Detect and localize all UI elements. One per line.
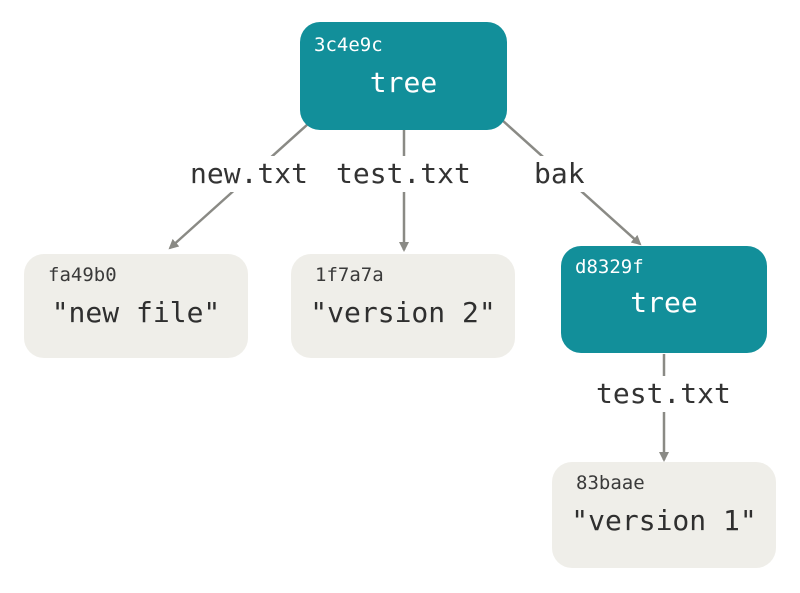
edge-label-bak: bak xyxy=(528,156,591,192)
blob-node-version-1: 83baae "version 1" xyxy=(552,462,776,568)
node-hash: fa49b0 xyxy=(48,264,117,286)
edge-label-new-txt: new.txt xyxy=(184,156,315,192)
node-content: "version 2" xyxy=(310,296,496,329)
tree-node-root: 3c4e9c tree xyxy=(300,22,507,130)
tree-node-bak: d8329f tree xyxy=(561,246,767,353)
node-hash: 83baae xyxy=(576,472,645,494)
edge-label-bak-test-txt: test.txt xyxy=(590,376,737,412)
node-content: tree xyxy=(630,286,698,319)
node-hash: 1f7a7a xyxy=(315,264,384,286)
node-hash: d8329f xyxy=(575,256,644,278)
edge-label-test-txt: test.txt xyxy=(330,156,477,192)
blob-node-version-2: 1f7a7a "version 2" xyxy=(291,254,515,358)
node-hash: 3c4e9c xyxy=(314,34,383,56)
node-content: "new file" xyxy=(51,296,221,329)
node-content: tree xyxy=(369,66,438,99)
node-content: "version 1" xyxy=(571,504,757,537)
blob-node-new-file: fa49b0 "new file" xyxy=(24,254,248,358)
